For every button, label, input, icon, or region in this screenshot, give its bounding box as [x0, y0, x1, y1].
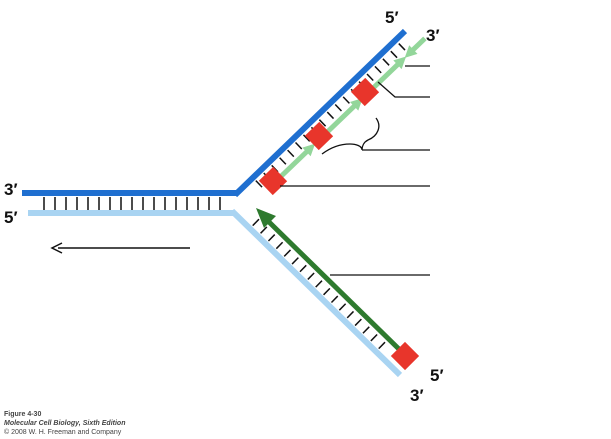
base-pair-tick [378, 341, 386, 350]
label-lines [280, 65, 430, 276]
base-pair-tick [252, 218, 260, 227]
figure-number: Figure 4-30 [4, 411, 42, 418]
leading-strand-arrowhead [256, 208, 276, 228]
base-pair-tick [326, 111, 335, 120]
base-pair-tick [291, 257, 299, 265]
base-pair-tick [318, 119, 327, 127]
okazaki-arrowhead [393, 56, 407, 70]
label-3prime-lower-arm: 3′ [410, 386, 424, 405]
base-pair-tick [346, 310, 355, 319]
base-pair-tick [279, 157, 287, 165]
base-pair-tick [390, 50, 398, 59]
base-pair-tick [267, 234, 276, 242]
label-5prime-upper-arm: 5′ [385, 8, 399, 27]
base-pair-tick [366, 73, 374, 82]
base-pair-tick [374, 65, 382, 74]
base-pair-tick [315, 280, 323, 288]
label-3prime-upper-arm: 3′ [426, 26, 440, 45]
lower-template-strand [229, 208, 403, 378]
base-pair-tick [275, 241, 284, 250]
rna-primer [258, 166, 288, 196]
rna-primer [304, 121, 334, 151]
base-pair-tick [370, 333, 378, 342]
base-pair-tick [330, 295, 339, 304]
base-pair-tick [338, 303, 347, 311]
base-pair-tick [382, 58, 390, 66]
base-pair-tick [255, 180, 263, 188]
direction-arrowhead [50, 242, 63, 254]
base-pair-tick [294, 142, 303, 150]
base-pair-tick [260, 226, 268, 234]
base-pair-tick [342, 96, 350, 104]
base-pair-tick [323, 287, 331, 296]
base-pair-tick [398, 43, 406, 51]
base-pair-tick [287, 149, 295, 158]
upper-template-strand [232, 28, 408, 198]
base-pair-tick [362, 326, 370, 334]
rna-primer [350, 77, 380, 107]
base-pair-tick [302, 134, 311, 142]
copyright: © 2008 W. H. Freeman and Company [4, 429, 122, 436]
book-title: Molecular Cell Biology, Sixth Edition [4, 420, 126, 427]
label-5prime-lower-arm: 5′ [430, 366, 444, 385]
leading-strand [266, 219, 407, 357]
label-3prime-parental-top: 3′ [4, 180, 18, 199]
base-pair-tick [299, 264, 307, 273]
okazaki-arrowhead [404, 45, 418, 58]
label-5prime-parental-bottom: 5′ [4, 208, 18, 227]
base-pair-tick [334, 103, 343, 112]
base-pair-tick [283, 249, 292, 257]
okazaki-arrowhead [302, 143, 316, 157]
base-pair-tick [307, 272, 315, 280]
okazaki-arrowhead [349, 97, 363, 111]
base-pair-tick [354, 318, 362, 327]
lagging-strand-fragments [258, 36, 427, 196]
